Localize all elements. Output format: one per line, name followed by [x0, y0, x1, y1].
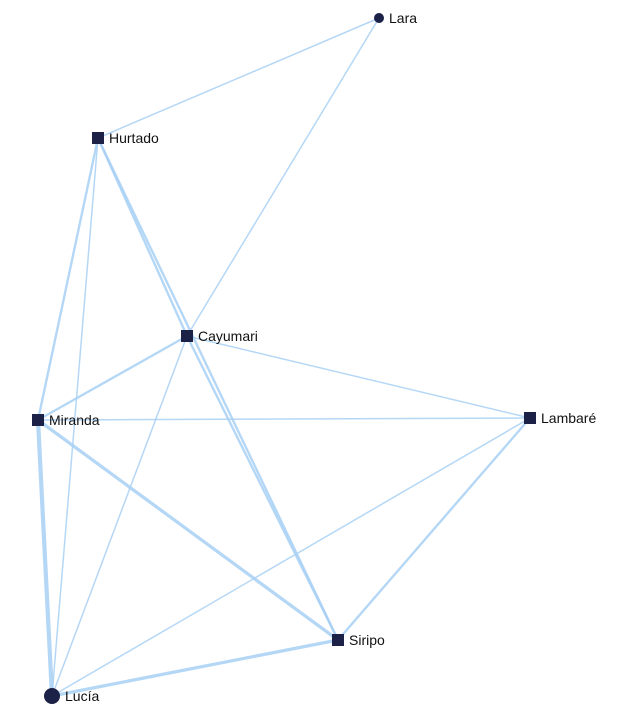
node-label-lara: Lara [389, 10, 417, 26]
node-siripo[interactable] [332, 634, 344, 646]
node-label-lambare: Lambaré [541, 410, 596, 426]
edge-lambare-lucia [51, 417, 531, 697]
edge-layer [35, 17, 532, 699]
edge-lara-cayumari [186, 17, 380, 337]
node-lambare[interactable] [524, 412, 536, 424]
node-label-cayumari: Cayumari [198, 328, 258, 344]
edge-hurtado-lucia [51, 137, 99, 697]
node-label-lucia: Lucía [65, 688, 99, 704]
node-label-miranda: Miranda [49, 412, 100, 428]
edge-siripo-lucia [50, 638, 340, 698]
node-miranda[interactable] [32, 414, 44, 426]
node-cayumari[interactable] [181, 330, 193, 342]
node-hurtado[interactable] [92, 132, 104, 144]
node-lara[interactable] [374, 13, 384, 23]
edge-miranda-lambare [37, 417, 531, 421]
edge-miranda-siripo [36, 418, 340, 642]
edge-hurtado-miranda [36, 136, 100, 422]
edge-cayumari-lambare [186, 335, 531, 419]
edge-lara-hurtado [97, 17, 380, 139]
node-label-siripo: Siripo [349, 632, 385, 648]
edge-cayumari-miranda [36, 334, 189, 422]
edge-hurtado-siripo [96, 136, 340, 642]
edge-cayumari-siripo [185, 334, 340, 642]
node-label-hurtado: Hurtado [109, 130, 159, 146]
edge-cayumari-lucia [51, 335, 188, 697]
edge-miranda-lucia [35, 417, 55, 699]
node-lucia[interactable] [44, 688, 60, 704]
edge-lambare-siripo [336, 416, 532, 642]
